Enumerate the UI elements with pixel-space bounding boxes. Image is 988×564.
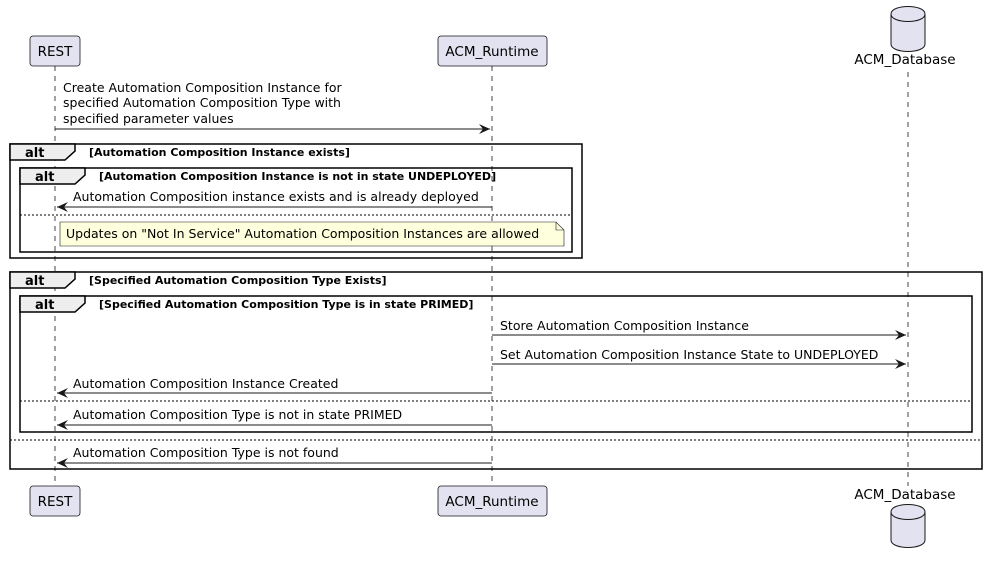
message-already-deployed: Automation Composition instance exists a… xyxy=(57,189,492,212)
alt-keyword: alt xyxy=(35,170,54,185)
message-not-found: Automation Composition Type is not found xyxy=(57,445,492,468)
participant-rest-top[interactable]: REST xyxy=(29,35,81,67)
alt-tab xyxy=(9,143,76,161)
participant-runtime-top[interactable]: ACM_Runtime xyxy=(437,35,548,67)
message-instance-created: Automation Composition Instance Created xyxy=(57,376,492,398)
participant-database-label: ACM_Database xyxy=(854,52,955,68)
participant-database-label: ACM_Database xyxy=(854,487,955,503)
note-text: Updates on "Not In Service" Automation C… xyxy=(66,226,539,241)
alt-tab xyxy=(9,271,76,289)
alt-guard-not-undeployed: [Automation Composition Instance is not … xyxy=(99,170,496,183)
alt-fragment-type-primed: alt [Specified Automation Composition Ty… xyxy=(19,295,973,433)
alt-fragment-instance-exists: alt [Automation Composition Instance exi… xyxy=(9,143,583,259)
participant-database-top[interactable]: ACM_Database xyxy=(854,6,956,69)
message-not-found-label: Automation Composition Type is not found xyxy=(73,445,339,460)
alt-guard-type-primed: [Specified Automation Composition Type i… xyxy=(99,298,473,311)
message-create-line1: Create Automation Composition Instance f… xyxy=(63,80,343,95)
message-create-line3: specified parameter values xyxy=(63,111,234,126)
message-create-instance: Create Automation Composition Instance f… xyxy=(55,80,490,134)
message-not-primed: Automation Composition Type is not in st… xyxy=(57,407,492,430)
message-not-primed-label: Automation Composition Type is not in st… xyxy=(73,407,402,422)
participant-rest-label: REST xyxy=(38,44,73,60)
message-create-line2: specified Automation Composition Type wi… xyxy=(63,95,341,110)
alt-tab xyxy=(19,167,86,185)
participant-rest-bottom[interactable]: REST xyxy=(29,485,81,517)
message-store-instance: Store Automation Composition Instance xyxy=(492,318,906,340)
database-cylinder-icon xyxy=(890,504,926,548)
alt-fragment-not-undeployed: alt [Automation Composition Instance is … xyxy=(19,167,573,253)
database-cylinder-icon xyxy=(890,6,926,52)
alt-fragment-type-exists: alt [Specified Automation Composition Ty… xyxy=(9,271,983,470)
message-set-state-label: Set Automation Composition Instance Stat… xyxy=(500,347,878,362)
alt-keyword: alt xyxy=(25,146,44,161)
participant-runtime-label: ACM_Runtime xyxy=(445,44,538,60)
message-set-state: Set Automation Composition Instance Stat… xyxy=(492,347,906,369)
participant-database-bottom[interactable]: ACM_Database xyxy=(854,487,956,548)
message-instance-created-label: Automation Composition Instance Created xyxy=(73,376,338,391)
alt-tab xyxy=(19,295,86,313)
alt-guard-instance-exists: [Automation Composition Instance exists] xyxy=(89,146,350,159)
message-already-deployed-label: Automation Composition instance exists a… xyxy=(73,189,479,204)
participant-rest-label: REST xyxy=(38,494,73,510)
alt-keyword: alt xyxy=(35,298,54,313)
participant-runtime-label: ACM_Runtime xyxy=(445,494,538,510)
alt-keyword: alt xyxy=(25,274,44,289)
alt-guard-type-exists: [Specified Automation Composition Type E… xyxy=(89,274,387,287)
participant-runtime-bottom[interactable]: ACM_Runtime xyxy=(437,485,548,517)
message-store-instance-label: Store Automation Composition Instance xyxy=(500,318,749,333)
note-not-in-service: Updates on "Not In Service" Automation C… xyxy=(59,221,565,247)
